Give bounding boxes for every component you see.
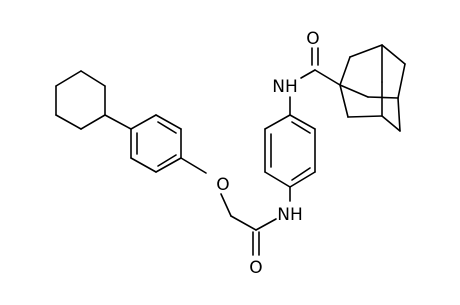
ether-methylene-bond — [220, 193, 232, 217]
phenoxy-benzene-ring — [130, 114, 182, 173]
ether-oxygen-label: O — [216, 175, 229, 195]
lower-carbonyl-oxygen-label: O — [249, 258, 262, 278]
upper-amide-nh-label: NH — [272, 77, 298, 97]
phenylene-ring — [264, 114, 316, 188]
upper-carbonyl-oxygen-label: O — [306, 29, 319, 49]
adamantane-cage — [339, 44, 406, 132]
lower-amide-nh-label: NH — [277, 205, 303, 225]
aryl-ether-bond — [180, 157, 207, 174]
lower-amide-cn-bond — [255, 218, 277, 231]
carbonyl-adamantyl-bond — [314, 69, 341, 86]
methylene-carbonyl-bond — [230, 215, 257, 231]
cyclohexyl-aryl-bond — [104, 114, 132, 130]
cyclohexyl-ring — [55, 70, 106, 130]
upper-amide-nc-bond — [300, 69, 316, 79]
